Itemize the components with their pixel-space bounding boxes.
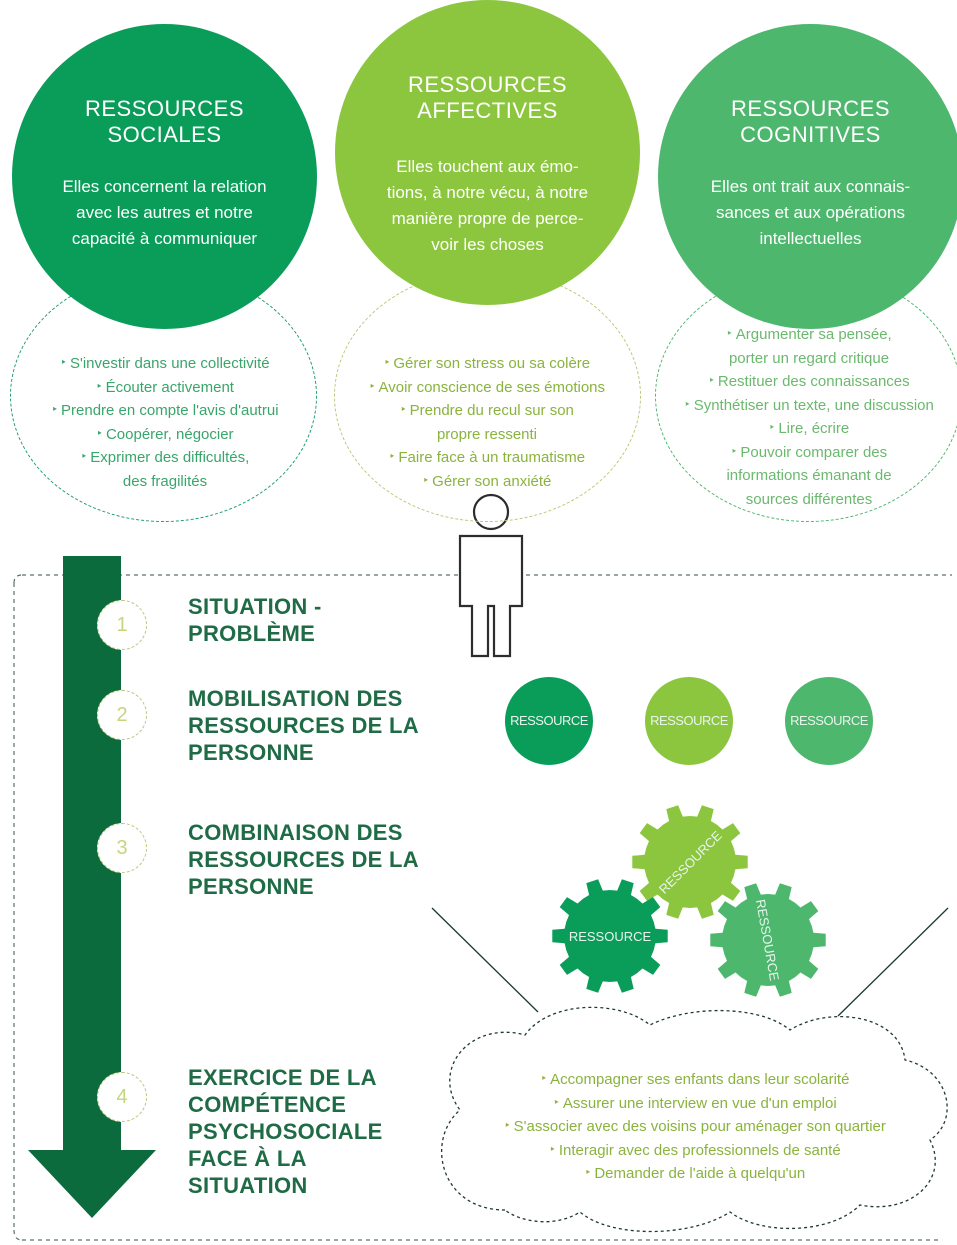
affective-description: Elles touchent aux émo- tions, à notre v… bbox=[357, 154, 618, 258]
affective-desc-line: manière propre de perce- bbox=[391, 209, 584, 228]
connector-left bbox=[431, 907, 539, 1013]
cognitive-desc-line: sances et aux opérations bbox=[715, 203, 905, 222]
affective-resources-circle: RESSOURCES AFFECTIVES Elles touchent aux… bbox=[335, 0, 640, 305]
list-item: Faire face à un traumatisme bbox=[342, 446, 632, 470]
affective-items-list: Gérer son stress ou sa colère Avoir cons… bbox=[342, 352, 632, 493]
step-2-line: PERSONNE bbox=[188, 740, 314, 765]
gear-icon-social: RESSOURCE bbox=[552, 879, 668, 993]
list-item: Prendre du recul sur son bbox=[342, 399, 632, 423]
step-4-number: 4 bbox=[97, 1072, 147, 1122]
step-4-title: EXERCICE DE LA COMPÉTENCE PSYCHOSOCIALE … bbox=[188, 1064, 383, 1199]
list-item: Restituer des connaissances bbox=[664, 370, 954, 394]
social-desc-line: avec les autres et notre bbox=[76, 203, 253, 222]
list-item-continuation: porter un regard critique bbox=[728, 349, 890, 367]
list-item: Écouter activement bbox=[20, 376, 310, 400]
situation-item: S'associer avec des voisins pour aménage… bbox=[455, 1115, 935, 1139]
list-item: Synthétiser un texte, une discussion bbox=[664, 394, 954, 418]
cognitive-resources-circle: RESSOURCES COGNITIVES Elles ont trait au… bbox=[658, 24, 957, 329]
list-item: Prendre en compte l'avis d'autrui bbox=[20, 399, 310, 423]
gear-icon-cognitive: RESSOURCE bbox=[710, 883, 826, 997]
gear-label: RESSOURCE bbox=[569, 929, 652, 944]
cognitive-title-line2: COGNITIVES bbox=[740, 122, 881, 147]
cognitive-description: Elles ont trait aux connais- sances et a… bbox=[680, 174, 941, 252]
step-1-line: PROBLÈME bbox=[188, 621, 316, 646]
step-4-line: SITUATION bbox=[188, 1173, 308, 1198]
down-arrow bbox=[28, 556, 156, 1218]
gear-icon-affective: RESSOURCE bbox=[632, 805, 748, 919]
list-item-continuation: propre ressenti bbox=[436, 425, 538, 443]
step-1-number: 1 bbox=[97, 600, 147, 650]
affective-title: RESSOURCES AFFECTIVES bbox=[355, 72, 620, 124]
list-item: Exprimer des difficultés, bbox=[20, 446, 310, 470]
situation-item: Demander de l'aide à quelqu'un bbox=[455, 1162, 935, 1186]
situation-item: Interagir avec des professionnels de san… bbox=[455, 1139, 935, 1163]
list-item-continuation: informations émanant de bbox=[726, 467, 892, 484]
step-3-line: PERSONNE bbox=[188, 874, 314, 899]
step-4-line: FACE À LA bbox=[188, 1146, 307, 1171]
step-4-line: PSYCHOSOCIALE bbox=[188, 1119, 383, 1144]
list-item: Pouvoir comparer des bbox=[664, 441, 954, 465]
affective-desc-line: voir les choses bbox=[431, 235, 544, 254]
resource-circle-social: RESSOURCE bbox=[505, 677, 593, 765]
social-resources-circle: RESSOURCES SOCIALES Elles concernent la … bbox=[12, 24, 317, 329]
list-item: S'investir dans une collectivité bbox=[20, 352, 310, 376]
social-title: RESSOURCES SOCIALES bbox=[32, 96, 297, 148]
list-item: Gérer son stress ou sa colère bbox=[342, 352, 632, 376]
resource-circle-cognitive: RESSOURCE bbox=[785, 677, 873, 765]
list-item-continuation: sources différentes bbox=[745, 490, 873, 508]
affective-title-line2: AFFECTIVES bbox=[417, 98, 558, 123]
list-item: Coopérer, négocier bbox=[20, 423, 310, 447]
social-desc-line: capacité à communiquer bbox=[71, 229, 258, 248]
social-description: Elles concernent la relation avec les au… bbox=[34, 174, 295, 252]
connector-right bbox=[837, 907, 949, 1017]
social-items-list: S'investir dans une collectivité Écouter… bbox=[20, 352, 310, 493]
resource-circle-affective: RESSOURCE bbox=[645, 677, 733, 765]
cognitive-title: RESSOURCES COGNITIVES bbox=[678, 96, 943, 148]
list-item: Lire, écrire bbox=[664, 417, 954, 441]
list-item: Gérer son anxiété bbox=[342, 470, 632, 494]
cognitive-desc-line: intellectuelles bbox=[759, 229, 862, 248]
cognitive-desc-line: Elles ont trait aux connais- bbox=[710, 177, 911, 196]
situation-item: Assurer une interview en vue d'un emploi bbox=[455, 1092, 935, 1116]
step-2-line: MOBILISATION DES bbox=[188, 686, 403, 711]
situation-item: Accompagner ses enfants dans leur scolar… bbox=[455, 1068, 935, 1092]
cognitive-title-line1: RESSOURCES bbox=[730, 96, 891, 121]
step-2-number: 2 bbox=[97, 690, 147, 740]
step-2-title: MOBILISATION DES RESSOURCES DE LA PERSON… bbox=[188, 685, 419, 766]
step-3-line: COMBINAISON DES bbox=[188, 820, 403, 845]
affective-title-line1: RESSOURCES bbox=[407, 72, 568, 97]
list-item: Avoir conscience de ses émotions bbox=[342, 376, 632, 400]
step-3-title: COMBINAISON DES RESSOURCES DE LA PERSONN… bbox=[188, 819, 419, 900]
step-1-line: SITUATION - bbox=[188, 594, 322, 619]
cognitive-items-list: Argumenter sa pensée, porter un regard c… bbox=[664, 323, 954, 511]
step-3-line: RESSOURCES DE LA bbox=[188, 847, 419, 872]
step-4-line: COMPÉTENCE bbox=[188, 1092, 347, 1117]
list-item: Argumenter sa pensée, bbox=[664, 323, 954, 347]
list-item-continuation: des fragilités bbox=[122, 472, 208, 490]
affective-desc-line: tions, à notre vécu, à notre bbox=[386, 183, 589, 202]
situations-list: Accompagner ses enfants dans leur scolar… bbox=[455, 1068, 935, 1186]
affective-desc-line: Elles touchent aux émo- bbox=[396, 157, 579, 176]
social-title-line1: RESSOURCES bbox=[84, 96, 245, 121]
step-3-number: 3 bbox=[97, 823, 147, 873]
step-4-line: EXERCICE DE LA bbox=[188, 1065, 377, 1090]
social-title-line2: SOCIALES bbox=[107, 122, 222, 147]
step-2-line: RESSOURCES DE LA bbox=[188, 713, 419, 738]
step-1-title: SITUATION - PROBLÈME bbox=[188, 593, 322, 647]
social-desc-line: Elles concernent la relation bbox=[62, 177, 267, 196]
